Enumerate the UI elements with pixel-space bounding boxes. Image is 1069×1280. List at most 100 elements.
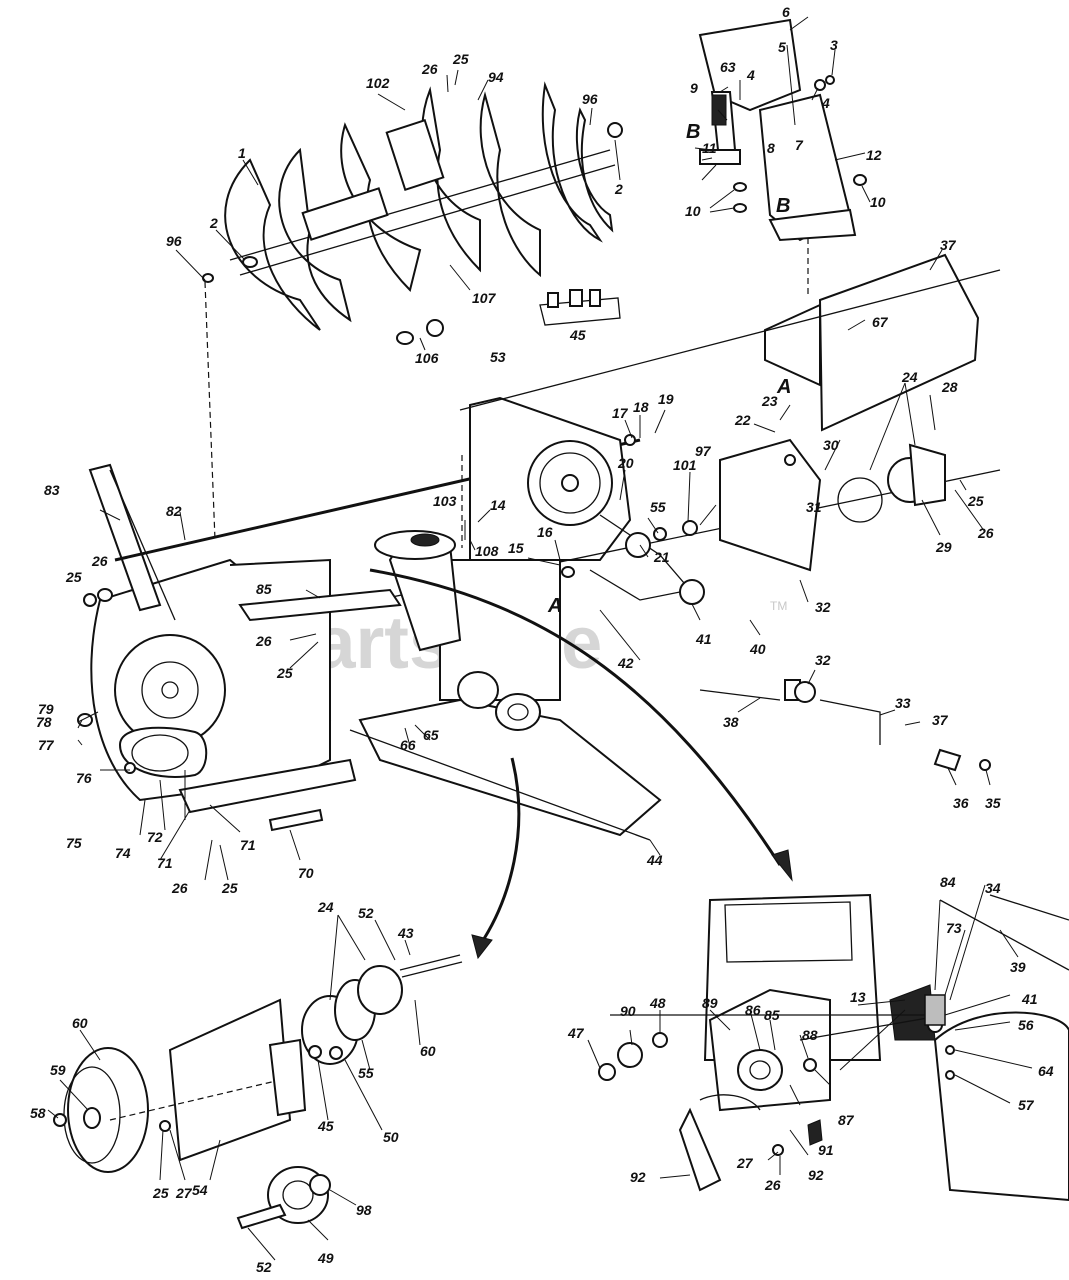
callout-83: 85 bbox=[256, 581, 272, 597]
callout-2: 2 bbox=[209, 215, 218, 231]
callout-10: 10 bbox=[685, 203, 701, 219]
callout-17: 17 bbox=[612, 405, 629, 421]
callout-102: 106 bbox=[415, 350, 439, 366]
callout-57: 59 bbox=[50, 1062, 66, 1078]
callout-91: 92 bbox=[630, 1169, 646, 1185]
callout-58: 60 bbox=[72, 1015, 88, 1031]
callout-84: 85 bbox=[764, 1007, 780, 1023]
callout-26: 27 bbox=[736, 1155, 754, 1171]
callout-23: 23 bbox=[761, 393, 778, 409]
callout-63: 65 bbox=[423, 727, 439, 743]
callout-26: 26 bbox=[421, 61, 438, 77]
callout-33: 35 bbox=[985, 795, 1001, 811]
callout-27: 29 bbox=[935, 539, 952, 555]
callout-76: 78 bbox=[36, 714, 52, 730]
callout-4: 4 bbox=[746, 67, 755, 83]
callout-90: 92 bbox=[808, 1167, 824, 1183]
callout-96: 97 bbox=[695, 443, 712, 459]
callout-47: 49 bbox=[317, 1250, 334, 1266]
callout-38: 40 bbox=[749, 641, 766, 657]
callout-70: 71 bbox=[157, 855, 173, 871]
blower-housing bbox=[88, 438, 641, 802]
callout-28: 30 bbox=[823, 437, 839, 453]
callout-75: 77 bbox=[38, 737, 55, 753]
section-mark-a: A bbox=[547, 595, 562, 617]
callout-41: 43 bbox=[397, 925, 414, 941]
callout-32: 33 bbox=[895, 695, 911, 711]
callout-7: 7 bbox=[795, 137, 804, 153]
callout-9: 9 bbox=[690, 80, 698, 96]
callout-55: 57 bbox=[1018, 1097, 1035, 1113]
callout-25: 25 bbox=[221, 880, 238, 896]
callout-45: 47 bbox=[567, 1025, 585, 1041]
callout-25: 25 bbox=[152, 1185, 169, 1201]
callout-64: 66 bbox=[400, 737, 416, 753]
callout-77: 79 bbox=[38, 701, 54, 717]
callout-32: 34 bbox=[985, 880, 1001, 896]
callout-97: 101 bbox=[673, 457, 697, 473]
callout-29: 31 bbox=[806, 499, 822, 515]
callout-55: 56 bbox=[1018, 1017, 1034, 1033]
chute-deflector bbox=[764, 253, 980, 432]
watermark-trademark: TM bbox=[770, 599, 787, 613]
section-mark-a: A bbox=[776, 376, 791, 398]
callout-67: 71 bbox=[240, 837, 256, 853]
callout-50: 52 bbox=[256, 1259, 272, 1275]
callout-11: 11 bbox=[702, 140, 717, 156]
callout-40: 41 bbox=[1021, 991, 1038, 1007]
callout-34: 36 bbox=[953, 795, 969, 811]
callout-82: 84 bbox=[940, 874, 956, 890]
callout-22: 22 bbox=[734, 412, 751, 428]
callout-25: 25 bbox=[452, 51, 469, 67]
callout-8: 8 bbox=[767, 140, 775, 156]
callout-94: 96 bbox=[166, 233, 182, 249]
callout-42: 44 bbox=[646, 852, 663, 868]
callout-92: 96 bbox=[582, 91, 598, 107]
callout-30: 32 bbox=[815, 599, 831, 615]
callout-21: 21 bbox=[653, 549, 670, 565]
leader-lines bbox=[47, 16, 1033, 1261]
callout-87: 89 bbox=[702, 995, 718, 1011]
callout-78: 82 bbox=[166, 503, 182, 519]
callout-24: 24 bbox=[317, 899, 334, 915]
callout-86: 88 bbox=[802, 1027, 818, 1043]
chute-control bbox=[698, 18, 867, 298]
callout-26: 26 bbox=[171, 880, 188, 896]
callout-27: 28 bbox=[941, 379, 958, 395]
callout-labels: 1 2 2 3 4 4 5 6 7 8 9 10 10 11 12 13 14 … bbox=[30, 4, 1054, 1275]
callout-66: 70 bbox=[298, 865, 314, 881]
callout-88: 90 bbox=[620, 1003, 636, 1019]
callout-19: 19 bbox=[658, 391, 674, 407]
callout-12: 12 bbox=[866, 147, 882, 163]
callout-59: 60 bbox=[420, 1043, 436, 1059]
callout-98: 102 bbox=[366, 75, 390, 91]
callout-52: 53 bbox=[490, 349, 506, 365]
callout-20: 20 bbox=[617, 455, 634, 471]
callout-85: 87 bbox=[838, 1112, 855, 1128]
callout-15: 15 bbox=[508, 540, 524, 556]
callout-43: 45 bbox=[569, 327, 586, 343]
callout-6: 6 bbox=[782, 4, 790, 20]
callout-60: 63 bbox=[720, 59, 736, 75]
callout-52: 54 bbox=[192, 1182, 208, 1198]
callout-71: 72 bbox=[147, 829, 163, 845]
section-mark-b: B bbox=[776, 195, 790, 217]
callout-3: 3 bbox=[830, 37, 838, 53]
callout-101: 103 bbox=[433, 493, 457, 509]
callout-31: 32 bbox=[815, 652, 831, 668]
callout-14: 14 bbox=[490, 497, 506, 513]
callout-48: 50 bbox=[383, 1129, 399, 1145]
callout-54: 55 bbox=[650, 499, 666, 515]
callout-39: 41 bbox=[695, 631, 712, 647]
callout-1: 1 bbox=[238, 145, 246, 161]
callout-25: 25 bbox=[65, 569, 82, 585]
callout-89: 91 bbox=[818, 1142, 834, 1158]
linkage-detail bbox=[598, 893, 1069, 1202]
callout-13: 13 bbox=[850, 989, 866, 1005]
callout-24: 24 bbox=[901, 369, 918, 385]
callout-106: 108 bbox=[475, 543, 499, 559]
arrow-to-linkage bbox=[369, 568, 782, 866]
callout-73: 75 bbox=[66, 835, 82, 851]
callout-53: 55 bbox=[358, 1065, 374, 1081]
